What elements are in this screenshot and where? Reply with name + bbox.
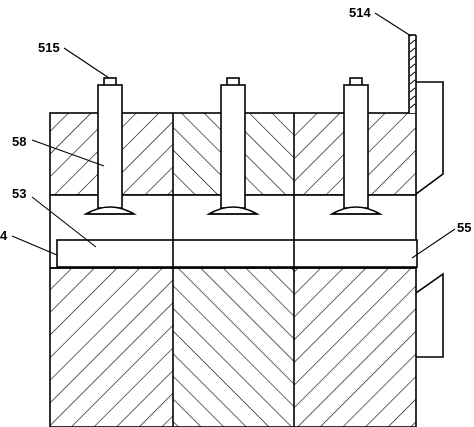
pin-1	[83, 77, 137, 215]
right-bracket-lower	[415, 272, 444, 358]
right-bracket-upper	[415, 81, 444, 195]
top-right-plate	[408, 34, 417, 113]
label-514: 514	[349, 5, 371, 20]
pin-3	[329, 77, 383, 215]
pin-2	[206, 77, 260, 215]
lower-block	[49, 267, 417, 427]
label-4: 4	[0, 228, 8, 243]
slide-bar	[56, 239, 418, 268]
label-58: 58	[12, 134, 26, 149]
leader-lines	[11, 12, 456, 259]
label-55: 55	[457, 220, 471, 235]
label-53: 53	[12, 186, 26, 201]
label-515: 515	[38, 40, 60, 55]
